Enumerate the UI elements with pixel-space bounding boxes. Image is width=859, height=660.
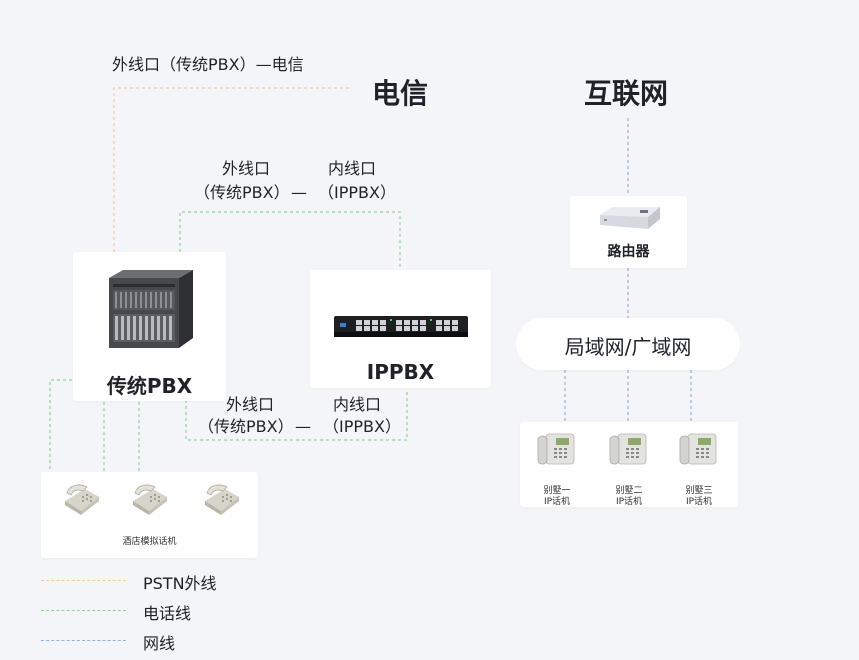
ippbx-title: IPPBX xyxy=(366,360,435,384)
analog-phone-icon-2 xyxy=(133,484,167,515)
pstn-line xyxy=(113,87,350,252)
ip-phone-icon xyxy=(679,433,717,465)
ip-phone-2-name: 别墅二 xyxy=(615,486,643,496)
ip-phone-icon xyxy=(609,433,647,465)
ippbx-card[interactable]: IPPBX xyxy=(310,270,491,388)
legend-label-pstn: PSTN外线 xyxy=(143,574,217,593)
pstn-trunk-label: 外线口（传统PBX）—电信 xyxy=(112,55,304,74)
telecom-label: 电信 xyxy=(372,77,429,110)
ip-phone-3: 别墅三 IP话机 xyxy=(678,430,720,507)
lower-ippbx-label: （IPPBX） xyxy=(323,417,401,436)
ip-phone-1-type: IP话机 xyxy=(543,497,571,507)
ip-phones-card[interactable]: 别墅一 IP话机 别墅二 IP话机 别墅三 IP话机 xyxy=(520,422,738,507)
router-icon xyxy=(600,207,660,229)
ip-phone-2: 别墅二 IP话机 xyxy=(608,430,650,507)
router-card[interactable]: 路由器 xyxy=(570,196,687,268)
lower-dash: — xyxy=(295,417,311,436)
legend-swatch-phone xyxy=(41,610,126,611)
router-label: 路由器 xyxy=(607,244,650,260)
traditional-pbx-card[interactable]: 传统PBX xyxy=(73,252,226,401)
upper-dash: — xyxy=(291,183,307,202)
traditional-pbx-title: 传统PBX xyxy=(106,374,193,398)
phone-line-analog-1 xyxy=(49,379,72,472)
internet-label: 互联网 xyxy=(584,77,669,110)
legend-label-phone: 电话线 xyxy=(143,604,192,623)
analog-phones-card[interactable]: 酒店模拟话机 xyxy=(41,472,258,558)
ip-phone-icon xyxy=(537,433,575,465)
ippbx-device-icon xyxy=(334,316,468,337)
upper-ippbx-label: （IPPBX） xyxy=(318,183,396,202)
ip-phone-1-name: 别墅一 xyxy=(543,486,571,496)
upper-outer-port-label: 外线口 xyxy=(222,159,271,178)
upper-trad-pbx-label: （传统PBX） xyxy=(194,183,290,202)
lower-trad-pbx-label: （传统PBX） xyxy=(198,417,294,436)
legend-label-net: 网线 xyxy=(143,634,176,653)
pbx-chassis-icon xyxy=(109,270,193,348)
analog-phone-icon-3 xyxy=(205,484,239,515)
ip-phone-3-name: 别墅三 xyxy=(685,486,713,496)
lower-inner-port-label: 内线口 xyxy=(333,395,382,414)
lan-wan-node[interactable]: 局域网/广域网 xyxy=(516,318,740,370)
phone-line-upper xyxy=(179,211,401,270)
lan-wan-label: 局域网/广域网 xyxy=(564,335,692,359)
phone-line-lower xyxy=(185,390,408,441)
legend-swatch-pstn xyxy=(41,580,126,581)
lower-outer-port-label: 外线口 xyxy=(226,395,275,414)
ip-phone-2-type: IP话机 xyxy=(615,497,643,507)
analog-phone-icon-1 xyxy=(65,484,99,515)
analog-phones-label: 酒店模拟话机 xyxy=(122,537,177,547)
ip-phone-3-type: IP话机 xyxy=(685,497,713,507)
upper-inner-port-label: 内线口 xyxy=(328,159,377,178)
ip-phone-1: 别墅一 IP话机 xyxy=(536,430,578,507)
legend-swatch-net xyxy=(41,640,126,641)
